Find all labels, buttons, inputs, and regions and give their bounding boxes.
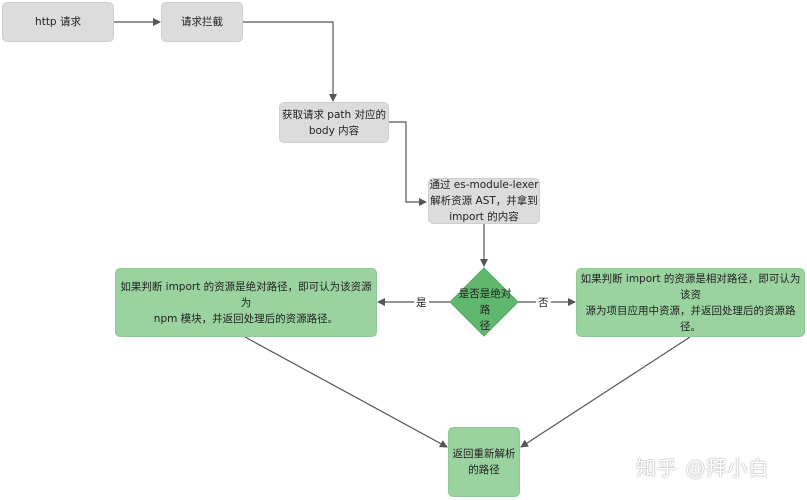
edge-relative-to-return <box>520 336 691 448</box>
decision-label: 是否是绝对路 径 <box>458 288 512 332</box>
node-get-body: 获取请求 path 对应的 body 内容 <box>279 102 389 143</box>
edge-label-no: 否 <box>536 295 551 310</box>
edge-body-to-parse <box>389 121 427 206</box>
node-request-intercept: 请求拦截 <box>161 2 243 42</box>
node-http-request: http 请求 <box>2 2 114 42</box>
edge-label-yes: 是 <box>414 295 429 310</box>
node-parse-ast: 通过 es-module-lexer 解析资源 AST，并拿到 import 的… <box>428 178 540 224</box>
node-absolute-path: 如果判断 import 的资源是绝对路径，即可认为该资源为 npm 模块，并返回… <box>115 268 377 337</box>
edge-absolute-to-return <box>244 336 448 448</box>
edge-intercept-to-body <box>243 21 337 102</box>
decision-diamond <box>449 267 519 337</box>
zhihu-watermark: 知乎 @拜小白 <box>636 456 770 480</box>
node-return-path: 返回重新解析 的路径 <box>448 427 520 497</box>
node-relative-path: 如果判断 import 的资源是相对路径，即可认为该资 源为项目应用中资源，并返… <box>576 268 805 337</box>
